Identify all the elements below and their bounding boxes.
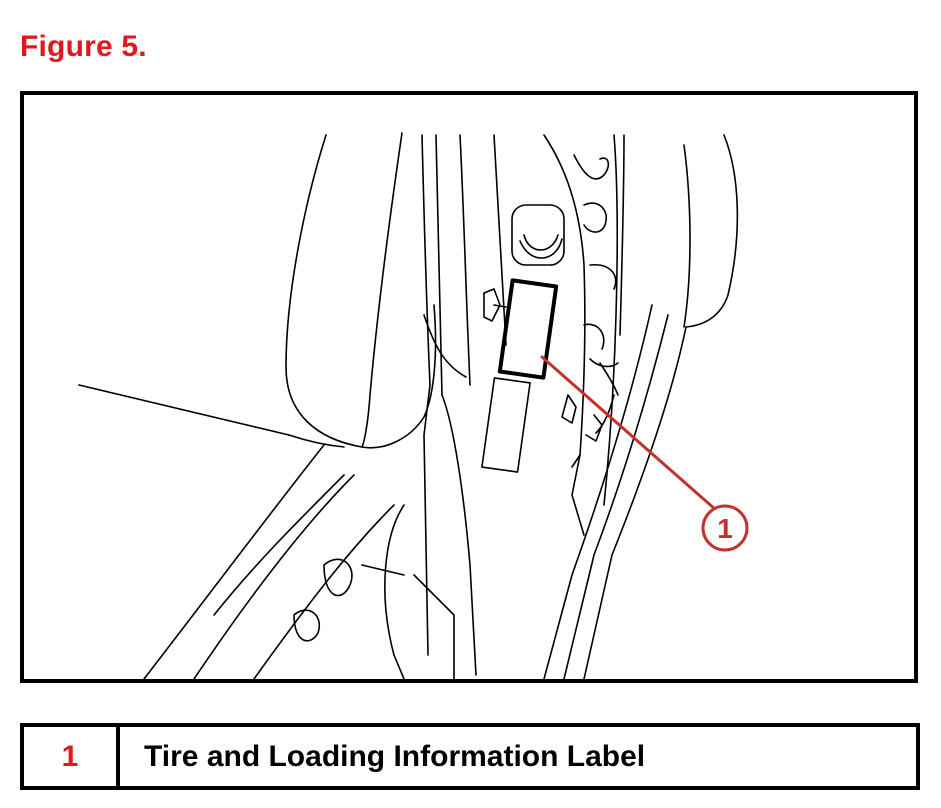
legend-description: Tire and Loading Information Label	[144, 739, 646, 773]
figure-title: Figure 5.	[20, 30, 147, 63]
legend-number: 1	[24, 727, 120, 786]
tire-loading-label	[497, 278, 559, 380]
callout-number: 1	[717, 513, 733, 544]
secondary-label	[481, 377, 531, 473]
legend-table: 1 Tire and Loading Information Label	[20, 723, 920, 790]
door-frame	[543, 134, 625, 536]
b-pillar	[421, 134, 507, 676]
sill	[143, 444, 455, 679]
door-edge	[543, 134, 739, 679]
door-pillar-illustration: 1	[78, 132, 749, 679]
callout-leader	[540, 355, 726, 519]
trim-clip	[483, 288, 507, 322]
door-striker	[511, 204, 565, 266]
callout-bubble: 1	[701, 504, 749, 552]
figure-frame: 1	[20, 91, 918, 683]
seat-back	[78, 132, 437, 449]
